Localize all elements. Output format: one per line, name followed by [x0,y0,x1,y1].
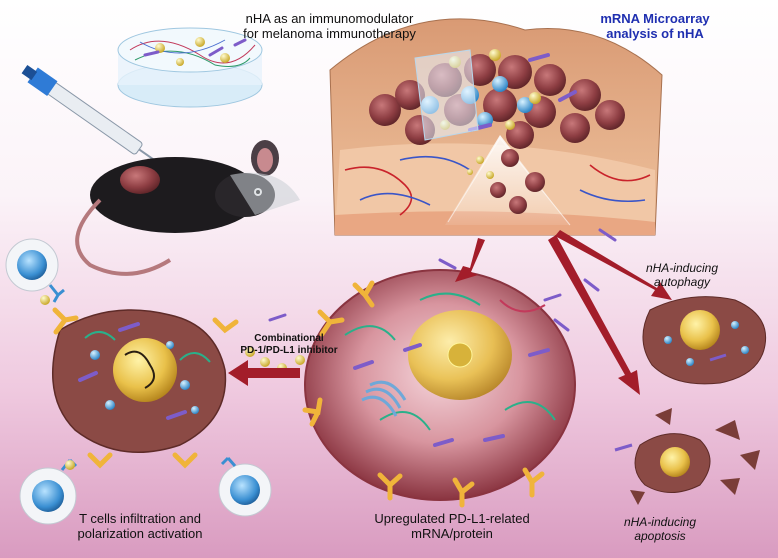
pdl1-line2: mRNA/protein [411,525,493,541]
golgi [361,380,407,417]
autophagy-label: nHA-inducing autophagy [622,261,742,290]
syringe-icon [21,65,169,171]
mouse-icon [75,140,300,276]
tcell-label: T cells infiltration and polarization ac… [40,511,240,542]
t-cell-bottom-right [218,456,272,517]
pdl1-line1: Upregulated PD-L1-related [374,511,530,526]
inhibitor-line1: Combinational [254,333,324,344]
tcell-line2: polarization activation [77,525,203,541]
tumor-cell-activated [51,307,239,469]
microarray-label: mRNA Microarray analysis of nHA [590,11,720,42]
apoptosis-line2: apoptosis [634,528,686,543]
hydrogel-disc-icon [117,27,263,108]
hydrogel-patch [414,49,479,141]
tumor-cell-apoptosis [614,408,760,505]
microarray-line1: mRNA Microarray [600,11,710,26]
apoptosis-line1: nHA-inducing [623,515,697,529]
flow-arrows [228,230,672,395]
microarray-line2: analysis of nHA [606,25,704,41]
arrow-to-activated [228,360,300,386]
tumor-cell-main [302,269,576,508]
tumor-cell-autophagy [642,296,767,385]
released-cells [467,149,545,214]
zoom-beam [445,135,570,225]
inhibitor-label: Combinational PD-1/PD-L1 inhibitor [234,333,344,356]
diagram-title: nHA as an immunomodulator for melanoma i… [222,11,437,42]
tumor-tissue-section [329,18,663,236]
t-cell-icon [5,238,65,303]
nanoparticle-icon [40,295,305,470]
tcell-line1: T cells infiltration and [79,511,201,526]
pdl1-label: Upregulated PD-L1-related mRNA/protein [352,511,552,542]
autophagy-line2: autophagy [653,274,711,289]
antibody-icon [302,280,545,508]
arrow-to-apoptosis [548,235,640,395]
title-line2: for melanoma immunotherapy [243,25,416,41]
loose-rods [268,228,617,332]
inhibitor-line2: PD-1/PD-L1 inhibitor [240,344,338,356]
t-cell-bottom-left [19,458,78,525]
apoptosis-label: nHA-inducing apoptosis [600,515,720,544]
arrow-to-autophagy [555,230,672,300]
title-line1: nHA as an immunomodulator [245,11,414,26]
arrow-to-main-cell [455,238,485,282]
blood-vessels [344,155,651,216]
autophagy-line1: nHA-inducing [645,261,719,275]
